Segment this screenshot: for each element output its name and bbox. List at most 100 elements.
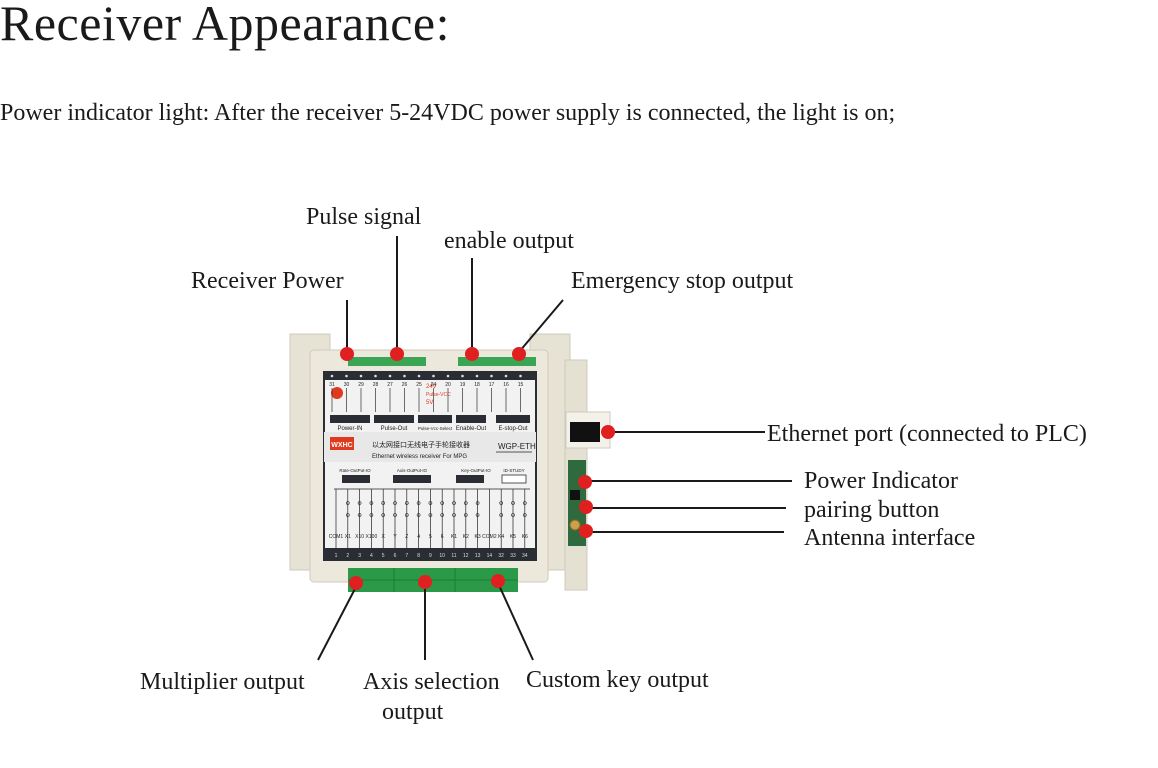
- switch-contact: [499, 513, 504, 517]
- bottom-terminal-number: 12: [463, 553, 469, 559]
- vsel-24v: 24V: [426, 384, 437, 390]
- brand-logo-text: WXHC: [331, 442, 352, 449]
- switch-contact: [393, 513, 397, 517]
- switch-contact: [381, 501, 386, 505]
- top-terminal-dot: [490, 374, 493, 378]
- switch-contact: [345, 501, 350, 505]
- group-tag: [418, 415, 452, 423]
- switch-contact: [357, 513, 362, 517]
- bottom-terminal-number: 8: [417, 553, 420, 559]
- switch-contact: [393, 501, 397, 505]
- relay-switches: [334, 488, 530, 548]
- switch-contact: [404, 513, 409, 517]
- switch-contact: [369, 513, 374, 517]
- switch-contact: [522, 513, 527, 517]
- brand-strip: [324, 432, 536, 462]
- marker-estop-output: [512, 347, 526, 361]
- bottom-terminal-number: 33: [510, 553, 516, 559]
- label-multiplier-output: Multiplier output: [140, 669, 305, 695]
- top-terminal-number: 30: [344, 382, 350, 388]
- top-terminal-dot: [345, 374, 348, 378]
- marker-pulse-signal: [390, 347, 404, 361]
- bottom-pin-labels: COM11X12X103X1004X5Y6Z74859610K111K212K3…: [329, 534, 528, 559]
- bottom-terminal-number: 14: [487, 553, 493, 559]
- bottom-pin-label: K3: [475, 534, 481, 540]
- label-enable-output: enable output: [444, 228, 574, 254]
- switch-contact: [452, 501, 456, 505]
- bottom-terminal-number: 10: [439, 553, 445, 559]
- label-pulse-signal: Pulse signal: [306, 204, 422, 230]
- bottom-pin-label: X100: [366, 534, 378, 540]
- bottom-pin-label: X10: [355, 534, 364, 540]
- bottom-terminal-number: 6: [394, 553, 397, 559]
- bottom-pin-label: K2: [463, 534, 469, 540]
- switch-contact: [463, 501, 468, 505]
- top-terminal-dot: [417, 374, 421, 378]
- top-terminal-dot: [330, 374, 334, 378]
- group-key-output: Key-OutPut-IO: [461, 468, 491, 473]
- label-ethernet-port: Ethernet port (connected to PLC): [767, 421, 1087, 447]
- bottom-pin-label: K5: [510, 534, 516, 540]
- switch-contact: [381, 513, 386, 517]
- group-power-in: Power-IN: [337, 426, 362, 432]
- bottom-terminal-number: 5: [382, 553, 385, 559]
- top-terminal-number: 17: [489, 382, 495, 388]
- top-terminal-dot: [432, 374, 435, 378]
- label-pairing-button: pairing button: [804, 497, 940, 523]
- top-terminal-dot: [446, 374, 450, 378]
- top-terminal-number: 24: [431, 382, 437, 388]
- group-rate-output: Rate-OutPut-IO: [339, 468, 371, 473]
- top-terminal-block-2: [458, 357, 536, 366]
- bottom-pin-label: COM2: [482, 534, 497, 540]
- bottom-pin-label: K1: [451, 534, 457, 540]
- group-tag: [456, 475, 484, 483]
- top-terminal-dot: [388, 374, 392, 378]
- group-tag: [342, 475, 370, 483]
- label-panel: [323, 371, 537, 561]
- pairing-button: [570, 490, 580, 500]
- group-estop-out: E-stop-Out: [498, 426, 527, 432]
- switch-contact: [475, 501, 480, 505]
- group-tag: [456, 415, 486, 423]
- top-terminal-dot: [359, 374, 363, 378]
- marker-antenna-interface: [579, 524, 593, 538]
- switch-contact: [475, 513, 480, 517]
- marker-multiplier-output: [349, 576, 363, 590]
- top-terminal-number: 31: [329, 382, 335, 388]
- label-emergency-stop-output: Emergency stop output: [571, 268, 794, 294]
- bottom-pin-label: X1: [345, 534, 351, 540]
- top-terminal-number: 19: [460, 382, 466, 388]
- id-study-tag: [501, 474, 527, 484]
- top-terminal-dot: [519, 374, 522, 378]
- top-terminal-dot: [403, 374, 406, 378]
- marker-custom-key: [491, 574, 505, 588]
- label-axis-selection-line2: output: [382, 699, 444, 725]
- bottom-terminal-number: 9: [429, 553, 432, 559]
- bottom-terminal-number: 32: [498, 553, 504, 559]
- top-terminal-number: 28: [373, 382, 379, 388]
- top-terminal-number: 25: [416, 382, 422, 388]
- group-pulse-out: Pulse-Out: [381, 426, 408, 432]
- bottom-terminal-number: 34: [522, 553, 528, 559]
- switch-contact: [440, 513, 445, 517]
- group-tag: [393, 475, 431, 483]
- device-name-en: Ethernet wireless receiver For MPG: [372, 454, 467, 460]
- top-terminal-block-1: [348, 357, 426, 366]
- top-terminal-number: 18: [474, 382, 480, 388]
- bottom-pin-label: 6: [441, 534, 444, 540]
- label-receiver-power: Receiver Power: [191, 268, 344, 294]
- top-terminal-number: 26: [402, 382, 408, 388]
- bottom-pin-label: 4: [417, 534, 420, 540]
- page-title: Receiver Appearance:: [0, 0, 451, 51]
- bottom-terminal-number: 11: [451, 553, 456, 559]
- leader-custom-key: [497, 582, 534, 661]
- bottom-pin-label: X: [382, 534, 386, 540]
- marker-pairing-button: [579, 500, 593, 514]
- device-model: WGP-ETH: [498, 442, 536, 451]
- bottom-pin-label: K6: [522, 534, 528, 540]
- bottom-pin-label: K4: [498, 534, 504, 540]
- bottom-terminal-number: 3: [358, 553, 361, 559]
- bottom-terminal-number: 2: [346, 553, 349, 559]
